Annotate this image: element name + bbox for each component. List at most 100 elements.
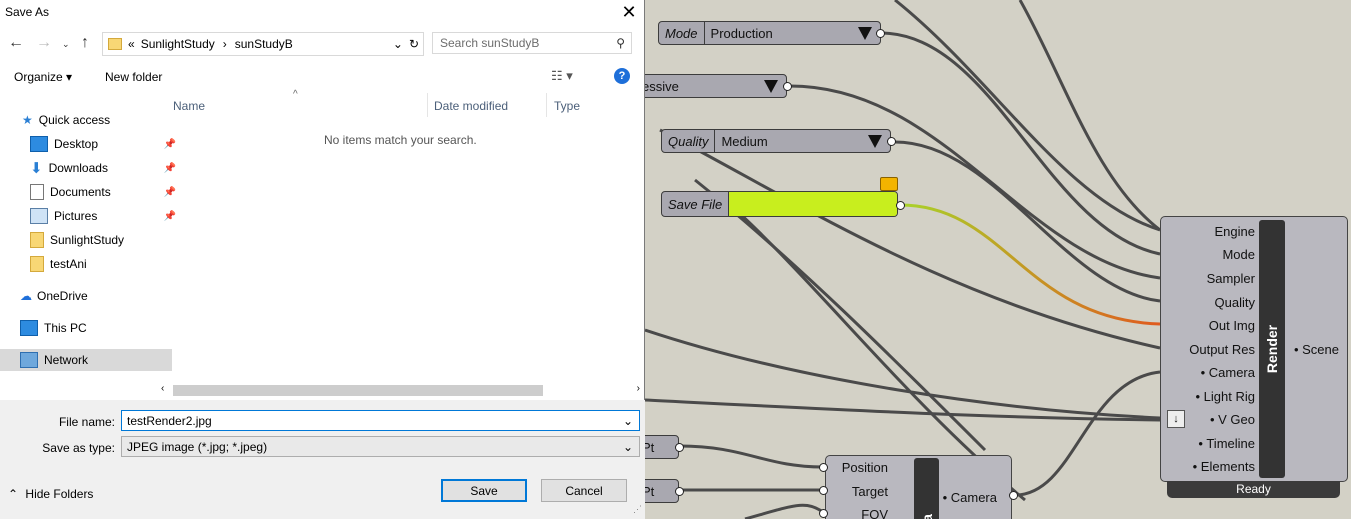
dropdown-triangle-icon[interactable]	[868, 134, 882, 148]
render-input-camera: • Camera	[1200, 365, 1255, 380]
breadcrumb-sunstudyb[interactable]: sunStudyB	[234, 37, 293, 51]
file-name-dropdown-icon[interactable]: ⌄	[622, 413, 633, 428]
help-icon[interactable]: ?	[614, 68, 630, 84]
point-2-output-grip[interactable]	[675, 487, 684, 496]
point-param-1[interactable]: Pt	[645, 435, 679, 459]
address-row: ← → ⌄ ↑ « SunlightStudy › sunStudyB ⌄ ↻ …	[0, 32, 644, 56]
address-dropdown-icon[interactable]: ⌄	[392, 37, 403, 51]
dropdown-triangle-icon[interactable]	[858, 26, 872, 40]
sampler-output-grip[interactable]	[783, 82, 792, 91]
save-type-dropdown-icon[interactable]: ⌄	[622, 439, 633, 454]
breadcrumb-sunlightstudy[interactable]: SunlightStudy	[140, 37, 215, 51]
column-type[interactable]: Type	[554, 99, 581, 113]
quality-value-list[interactable]: Quality Medium	[661, 129, 891, 153]
point-param-2[interactable]: Pt	[645, 479, 679, 503]
graft-arrow-icon[interactable]: ↓	[1167, 410, 1185, 428]
pin-icon[interactable]: 📌	[163, 162, 176, 174]
hide-folders-toggle[interactable]: ⌃ Hide Folders	[8, 487, 93, 501]
column-name[interactable]: Name	[173, 99, 206, 113]
up-arrow-icon[interactable]: ↑	[81, 34, 89, 51]
nav-desktop[interactable]: Desktop 📌	[0, 133, 182, 155]
forward-arrow-icon[interactable]: →	[36, 34, 52, 51]
chevron-up-icon: ⌃	[8, 487, 19, 501]
refresh-icon[interactable]: ↻	[408, 37, 419, 51]
view-options-icon[interactable]: ☷ ▾	[551, 68, 573, 83]
camera-spine-label: a	[918, 514, 935, 519]
back-arrow-icon[interactable]: ←	[8, 34, 24, 51]
address-bar[interactable]: « SunlightStudy › sunStudyB ⌄ ↻	[102, 32, 424, 56]
pin-icon[interactable]: 📌	[163, 210, 176, 222]
scroll-left-icon[interactable]: ‹	[161, 383, 165, 394]
scroll-right-icon[interactable]: ›	[636, 383, 640, 394]
mode-value-list[interactable]: Mode Production	[658, 21, 881, 45]
save-file-param[interactable]: Save File	[661, 191, 898, 217]
star-icon: ★	[22, 113, 33, 127]
camera-target-grip[interactable]	[819, 486, 828, 495]
camera-fov-grip[interactable]	[819, 509, 828, 518]
organize-button[interactable]: Organize ▾	[14, 70, 73, 84]
render-input-timeline: • Timeline	[1198, 436, 1255, 451]
nav-this-pc[interactable]: This PC	[0, 317, 172, 339]
column-divider[interactable]	[546, 93, 547, 117]
hide-folders-label: Hide Folders	[25, 487, 94, 501]
message-balloon-icon[interactable]	[880, 177, 898, 191]
quality-output-grip[interactable]	[887, 137, 896, 146]
file-list[interactable]: ^ Name Date modified Type No items match…	[153, 89, 643, 396]
resize-grip-icon[interactable]: ⋰	[633, 504, 642, 514]
sampler-value-list[interactable]: essive	[645, 74, 787, 98]
sampler-value: essive	[645, 78, 679, 94]
nav-quick-access[interactable]: ★ Quick access	[0, 109, 174, 131]
pin-icon[interactable]: 📌	[163, 138, 176, 150]
search-input[interactable]: Search sunStudyB	[440, 36, 540, 50]
dialog-titlebar[interactable]: Save As ✕	[0, 0, 644, 24]
mode-output-grip[interactable]	[876, 29, 885, 38]
nav-this-pc-label: This PC	[44, 321, 87, 335]
horizontal-scrollbar[interactable]: ‹ ›	[158, 383, 643, 398]
save-as-dialog: Save As ✕ ← → ⌄ ↑ « SunlightStudy › sunS…	[0, 0, 645, 519]
pin-icon[interactable]: 📌	[163, 186, 176, 198]
render-input-out-img: Out Img	[1208, 318, 1255, 333]
grasshopper-canvas[interactable]: Mode Production essive Quality Medium Sa…	[645, 0, 1351, 519]
render-status-bar: Ready	[1167, 481, 1340, 498]
point-param-label: Pt	[645, 439, 655, 455]
nav-documents[interactable]: Documents 📌	[0, 181, 182, 203]
column-divider[interactable]	[427, 93, 428, 117]
nav-onedrive[interactable]: ☁ OneDrive	[0, 285, 172, 307]
close-icon[interactable]: ✕	[621, 1, 637, 22]
point-1-output-grip[interactable]	[675, 443, 684, 452]
save-file-output-grip[interactable]	[896, 201, 905, 210]
nav-downloads-label: Downloads	[48, 161, 108, 175]
cancel-button[interactable]: Cancel	[541, 479, 627, 502]
nav-quick-access-label: Quick access	[38, 113, 111, 127]
save-file-value-box[interactable]	[729, 192, 897, 216]
nav-pictures[interactable]: Pictures 📌	[0, 205, 182, 227]
empty-message: No items match your search.	[324, 133, 477, 147]
scrollbar-thumb[interactable]	[173, 385, 543, 396]
search-icon[interactable]: ⚲	[616, 36, 625, 50]
camera-position-grip[interactable]	[819, 463, 828, 472]
save-button[interactable]: Save	[441, 479, 527, 502]
search-box[interactable]: Search sunStudyB ⚲	[432, 32, 632, 54]
nav-network[interactable]: Network	[0, 349, 172, 371]
file-name-field[interactable]: testRender2.jpg ⌄	[121, 410, 640, 431]
save-type-select[interactable]: JPEG image (*.jpg; *.jpeg) ⌄	[121, 436, 640, 457]
camera-spine: a	[914, 458, 939, 519]
recent-dropdown-icon[interactable]: ⌄	[62, 39, 70, 49]
column-date-modified[interactable]: Date modified	[434, 99, 509, 113]
render-component[interactable]: Engine Mode Sampler Quality Out Img Outp…	[1160, 216, 1348, 482]
nav-sunlightstudy[interactable]: SunlightStudy	[0, 229, 182, 251]
cloud-icon: ☁	[20, 289, 32, 303]
nav-downloads[interactable]: ⬇ Downloads 📌	[0, 157, 182, 179]
camera-component[interactable]: Position Target FOV a • Camera	[825, 455, 1012, 519]
camera-output-grip[interactable]	[1009, 491, 1018, 500]
render-input-sampler: Sampler	[1206, 271, 1255, 286]
camera-input-position: Position	[841, 460, 888, 475]
nav-sunlightstudy-label: SunlightStudy	[50, 233, 125, 247]
file-name-input[interactable]: testRender2.jpg	[127, 413, 212, 428]
breadcrumb-chevron[interactable]: «	[128, 37, 135, 51]
breadcrumb-separator[interactable]: ›	[222, 37, 227, 51]
nav-testani[interactable]: testAni	[0, 253, 182, 275]
dropdown-triangle-icon[interactable]	[764, 79, 778, 93]
nav-testani-label: testAni	[50, 257, 87, 271]
new-folder-button[interactable]: New folder	[105, 70, 163, 84]
